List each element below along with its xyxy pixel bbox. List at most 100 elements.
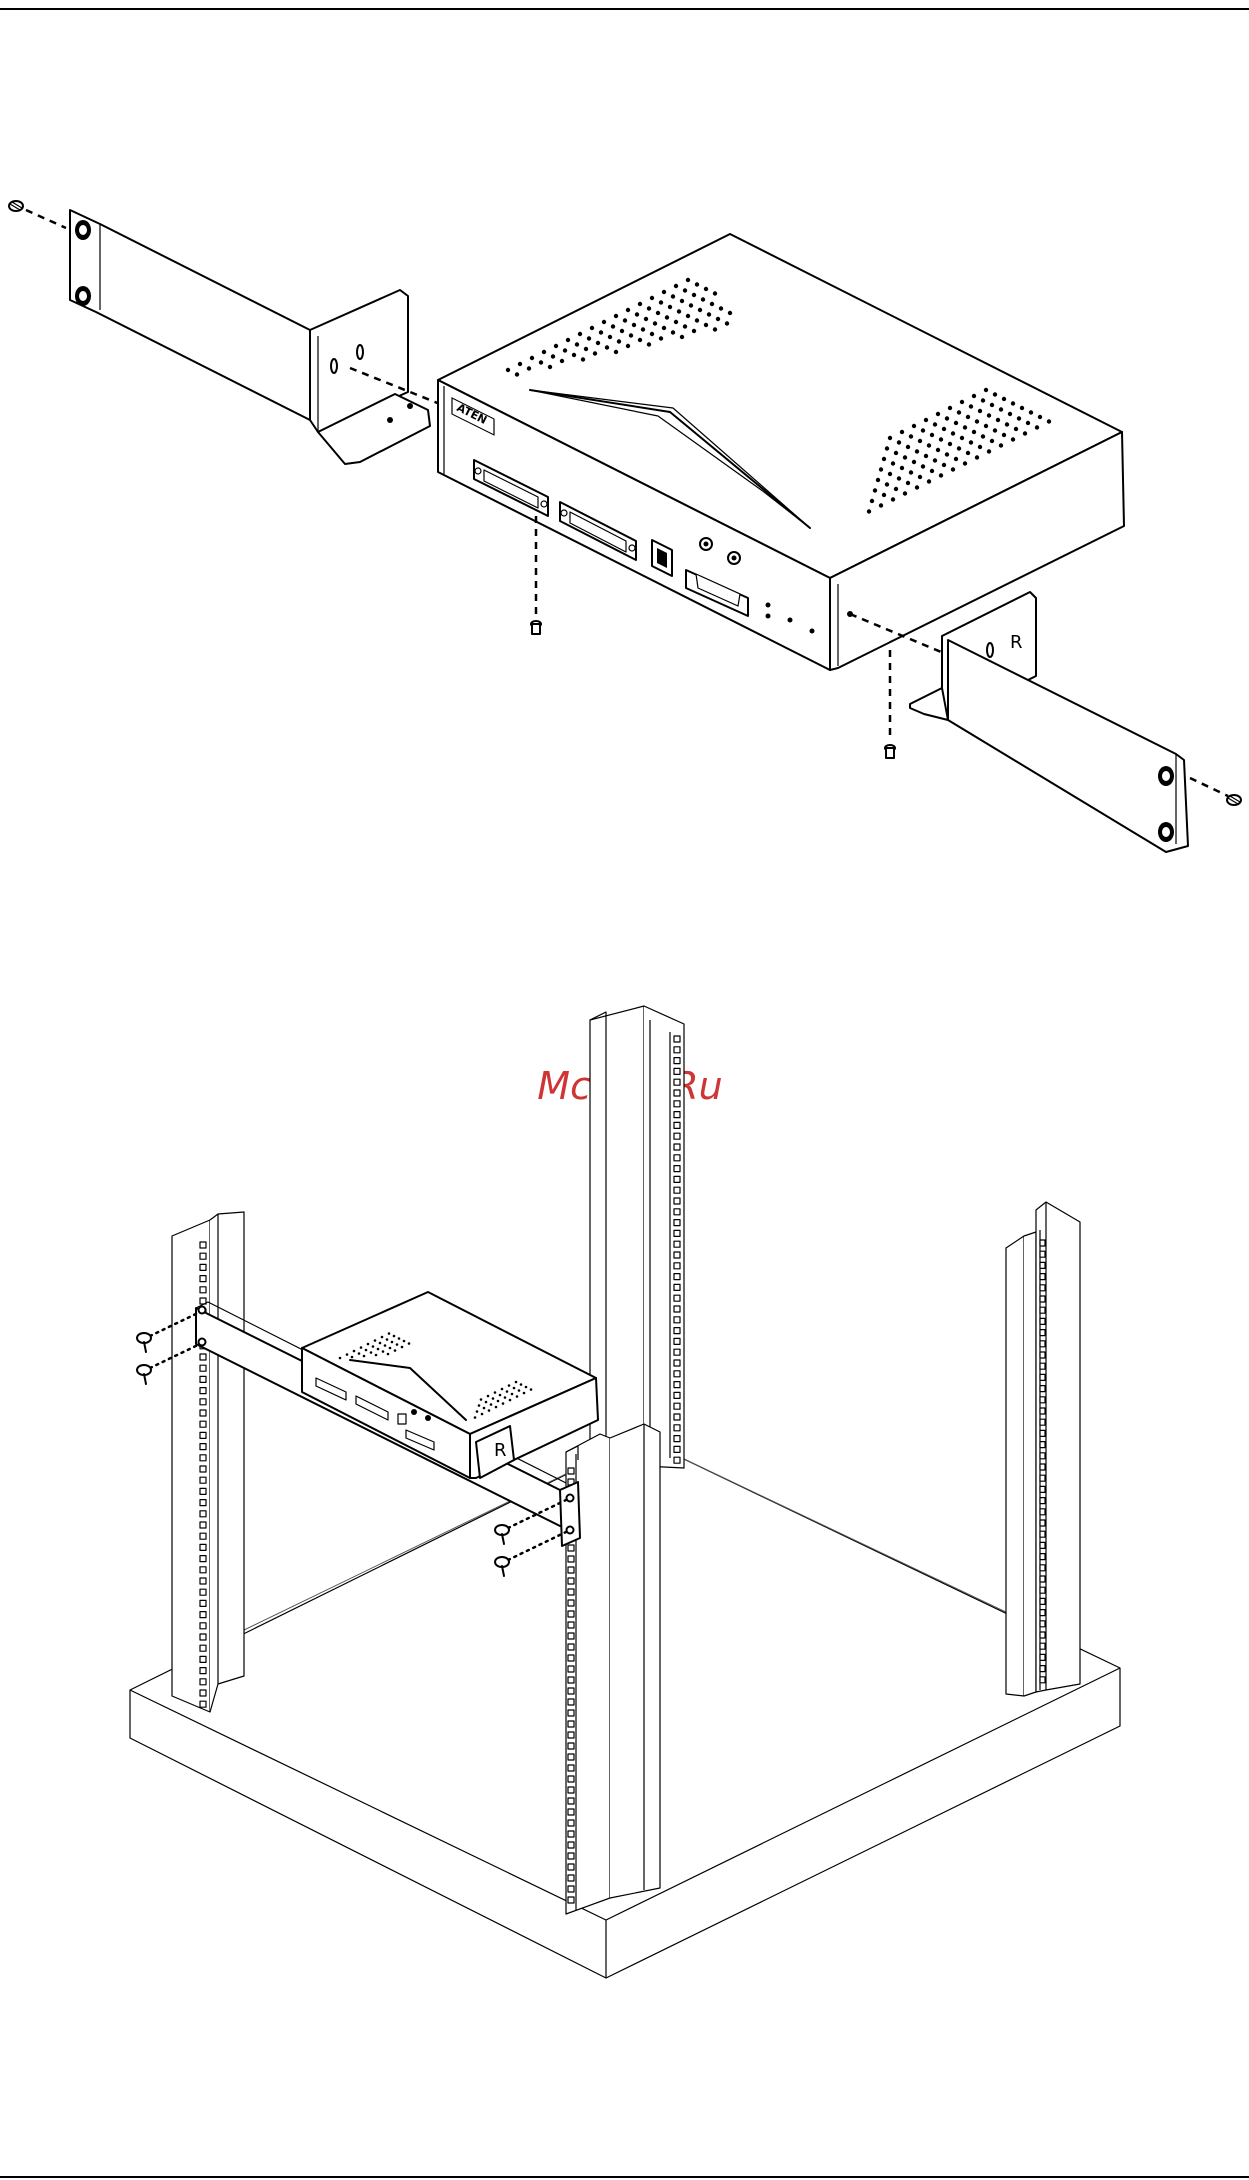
vent-hole	[590, 326, 594, 330]
vent-hole	[957, 446, 961, 450]
rack-hole	[674, 1230, 680, 1236]
vent-hole	[686, 314, 690, 318]
rack-hole	[674, 1425, 680, 1431]
vent-hole	[620, 329, 624, 333]
vent-hole	[948, 442, 952, 446]
vent-hole	[605, 345, 609, 349]
rack-hole	[568, 1644, 574, 1650]
vent-hole	[882, 493, 886, 497]
vent-hole	[584, 347, 588, 351]
vent-hole	[990, 439, 994, 443]
rack-hole	[1040, 1576, 1045, 1582]
vent-hole	[644, 317, 648, 321]
vent-hole	[945, 452, 949, 456]
vent-hole	[480, 1398, 483, 1401]
rack-hole	[568, 1754, 574, 1760]
vent-hole	[915, 449, 919, 453]
rack-hole	[200, 1264, 206, 1270]
vent-hole	[617, 339, 621, 343]
vent-hole	[587, 336, 591, 340]
rack-hole	[200, 1656, 206, 1662]
vent-hole	[623, 318, 627, 322]
vent-hole	[876, 478, 880, 482]
rack-hole	[1040, 1598, 1045, 1604]
vent-hole	[921, 464, 925, 468]
vent-hole	[707, 312, 711, 316]
rack-hole	[200, 1276, 206, 1282]
rack-hole	[674, 1284, 680, 1290]
vent-hole	[578, 332, 582, 336]
vent-hole	[1020, 406, 1024, 410]
vent-hole	[614, 350, 618, 354]
rack-post-left	[172, 1212, 244, 1712]
rack-hole	[1040, 1419, 1045, 1425]
vent-hole	[924, 418, 928, 422]
rack-hole	[568, 1699, 574, 1705]
rack-hole	[200, 1556, 206, 1562]
vent-hole	[365, 1349, 368, 1352]
vent-hole	[903, 455, 907, 459]
rack-hole	[200, 1388, 206, 1394]
vent-hole	[520, 1383, 523, 1386]
vent-hole	[975, 419, 979, 423]
vent-hole	[894, 487, 898, 491]
vent-hole	[659, 300, 663, 304]
vent-hole	[372, 1345, 375, 1348]
rack-hole	[568, 1809, 574, 1815]
vent-hole	[879, 503, 883, 507]
vent-hole	[527, 366, 531, 370]
vent-hole	[674, 284, 678, 288]
rack-hole	[568, 1622, 574, 1628]
vent-hole	[525, 1386, 528, 1389]
rack-hole	[568, 1732, 574, 1738]
screw-icon	[137, 1365, 151, 1384]
rack-hole	[200, 1444, 206, 1450]
vent-hole	[981, 398, 985, 402]
vent-hole	[363, 1355, 366, 1358]
vent-hole	[719, 306, 723, 310]
vent-hole	[966, 451, 970, 455]
rack-hole	[674, 1155, 680, 1161]
vent-hole	[725, 321, 729, 325]
vent-hole	[689, 303, 693, 307]
vent-hole	[909, 470, 913, 474]
vent-hole	[716, 317, 720, 321]
vent-hole	[398, 1337, 401, 1340]
rack-hole	[674, 1274, 680, 1280]
vent-hole	[713, 291, 717, 295]
rack-hole	[200, 1466, 206, 1472]
screw-guide-line	[26, 210, 66, 228]
rack-hole	[674, 1090, 680, 1096]
vent-hole	[508, 1384, 511, 1387]
vent-hole	[912, 424, 916, 428]
vent-hole	[936, 412, 940, 416]
vent-hole	[492, 1397, 495, 1400]
screw-icon	[885, 745, 895, 758]
vent-hole	[384, 1344, 387, 1347]
vent-hole	[502, 1402, 505, 1405]
vent-hole	[963, 461, 967, 465]
vent-hole	[999, 443, 1003, 447]
rack-hole	[1040, 1307, 1045, 1313]
vent-hole	[692, 293, 696, 297]
vent-hole	[501, 1388, 504, 1391]
exploded-bracket-diagram: ATEN	[0, 180, 1249, 880]
rack-hole	[674, 1068, 680, 1074]
rack-hole	[200, 1399, 206, 1405]
rack-hole	[1040, 1621, 1045, 1627]
vent-hole	[993, 392, 997, 396]
vent-hole	[671, 330, 675, 334]
vent-hole	[1035, 425, 1039, 429]
rack-hole	[1040, 1509, 1045, 1515]
rack-hole	[674, 1241, 680, 1247]
rack-hole	[1040, 1430, 1045, 1436]
vent-hole	[602, 320, 606, 324]
vent-hole	[948, 406, 952, 410]
vent-hole	[518, 362, 522, 366]
vent-hole	[897, 476, 901, 480]
vent-hole	[346, 1353, 349, 1356]
rack-hole	[1040, 1610, 1045, 1616]
usb-port	[398, 1414, 406, 1424]
rack-hole	[200, 1522, 206, 1528]
vent-hole	[353, 1350, 356, 1353]
